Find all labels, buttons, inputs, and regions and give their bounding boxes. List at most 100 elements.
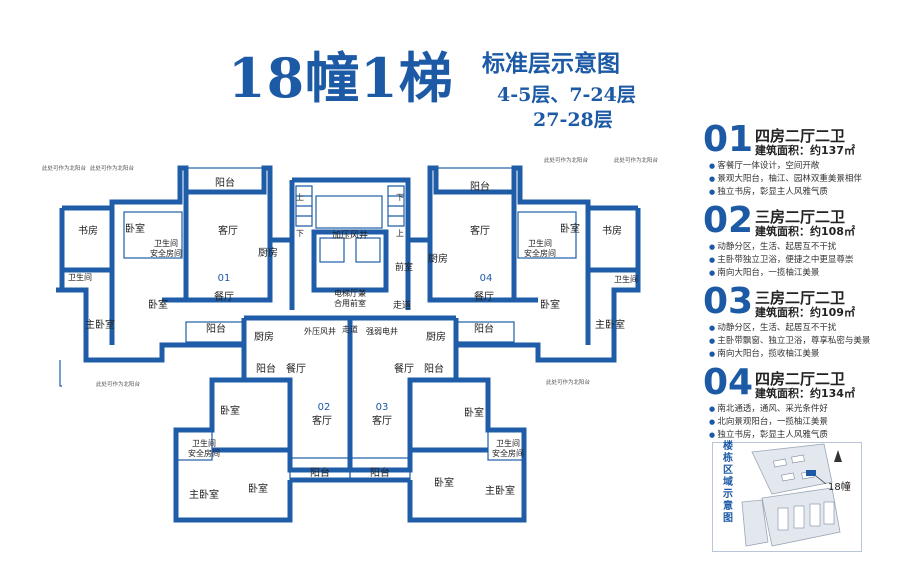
unit-rooms: 三房二厅二卫 <box>755 208 846 226</box>
room-label: 客厅 <box>470 224 490 237</box>
room-label: 外压风井 <box>304 326 336 336</box>
feature-item: 南北通透，通风、采光条件好 <box>709 403 828 416</box>
feature-item: 主卧带独立卫浴，便捷之中更显尊崇 <box>709 254 853 267</box>
feature-item: 主卧带飘窗、独立卫浴，尊享私密与美景 <box>709 335 870 348</box>
unit-number: 02 <box>703 200 754 241</box>
room-label: 厨房 <box>258 246 278 259</box>
unit-number: 03 <box>703 281 754 322</box>
room-label: 主卧室 <box>595 318 625 331</box>
feature-item: 客餐厅一体设计，空间开敞 <box>709 160 862 173</box>
stair-label: 下 <box>396 193 404 202</box>
room-label: 阳台 <box>206 322 226 335</box>
unit-marker: 01 <box>218 273 231 284</box>
feature-item: 北向景观阳台，一揽柚江美景 <box>709 416 828 429</box>
room-label: 阳台 <box>370 466 390 479</box>
feature-list: 客餐厅一体设计，空间开敞 景观大阳台，柚江、园林双重美景相伴 独立书房，彰显主人… <box>709 160 862 199</box>
feature-list: 动静分区，生活、起居互不干扰 主卧带飘窗、独立卫浴，尊享私密与美景 南向大阳台，… <box>709 322 870 361</box>
room-label: 客厅 <box>372 414 392 427</box>
room-label: 合用前室 <box>334 298 366 308</box>
plan-note: 此处可作为北阳台 <box>544 156 589 164</box>
room-label: 主卧室 <box>485 484 515 497</box>
room-label: 阳台 <box>215 176 235 189</box>
floor-range-1: 4-5层、7-24层 <box>497 84 636 106</box>
room-label: 卧室 <box>434 476 454 489</box>
room-label: 卧室 <box>464 406 484 419</box>
unit-rooms: 三房二厅二卫 <box>755 289 846 307</box>
unit-area: 建筑面积：约134㎡ <box>755 387 855 400</box>
room-label: 卧室 <box>560 222 580 235</box>
room-label: 走道 <box>342 324 358 334</box>
stair-label: 下 <box>296 229 304 238</box>
unit-marker: 02 <box>318 402 331 413</box>
unit-area: 建筑面积：约137㎡ <box>755 144 855 157</box>
unit-number: 04 <box>703 362 754 403</box>
map-label: 楼栋区域示意图 <box>723 441 733 524</box>
room-label: 厨房 <box>428 252 448 265</box>
room-label: 卫生间 <box>68 272 92 282</box>
room-label: 安全房间 <box>188 448 220 458</box>
unit-marker: 03 <box>376 402 389 413</box>
feature-item: 动静分区，生活、起居互不干扰 <box>709 322 870 335</box>
plan-note: 此处可作为北阳台 <box>90 164 135 172</box>
page-title: 18幢1梯 <box>228 46 454 110</box>
room-label: 餐厅 <box>394 362 414 375</box>
room-label: 卫生间 <box>614 274 638 284</box>
plan-note: 此处可作为北阳台 <box>614 156 659 164</box>
room-label: 卧室 <box>125 222 145 235</box>
room-label: 卧室 <box>220 404 240 417</box>
plan-note: 此处可作为北阳台 <box>546 378 591 386</box>
room-label: 安全房间 <box>150 248 182 258</box>
room-label: 书房 <box>602 224 622 237</box>
room-label: 餐厅 <box>286 362 306 375</box>
building-label: 18幢 <box>828 480 851 493</box>
room-label: 客厅 <box>312 414 332 427</box>
room-label: 卫生间 <box>154 238 178 248</box>
site-map: 18幢 <box>712 442 862 552</box>
building-highlight <box>806 470 816 476</box>
room-label: 卧室 <box>248 482 268 495</box>
room-label: 卧室 <box>148 298 168 311</box>
feature-item: 动静分区，生活、起居互不干扰 <box>709 241 853 254</box>
unit-number: 01 <box>703 119 754 160</box>
room-label: 走道 <box>393 299 411 311</box>
room-label: 餐厅 <box>474 290 494 303</box>
unit-marker: 04 <box>480 273 493 284</box>
feature-item: 南向大阳台，一揽柚江美景 <box>709 267 853 280</box>
room-label: 厨房 <box>254 330 274 343</box>
unit-rooms: 四房二厅二卫 <box>755 127 846 145</box>
feature-item: 独立书房，彰显主人风雅气质 <box>709 186 862 199</box>
unit-area: 建筑面积：约109㎡ <box>755 306 855 319</box>
feature-item: 独立书房，彰显主人风雅气质 <box>709 429 828 442</box>
floor-range-2: 27-28层 <box>533 109 613 131</box>
room-label: 卫生间 <box>528 238 552 248</box>
unit-rooms: 四房二厅二卫 <box>755 370 846 388</box>
room-label: 阳台 <box>256 362 276 375</box>
room-label: 安全房间 <box>492 448 524 458</box>
room-label: 阳台 <box>474 322 494 335</box>
room-label: 强弱电井 <box>366 326 398 336</box>
feature-list: 动静分区，生活、起居互不干扰 主卧带独立卫浴，便捷之中更显尊崇 南向大阳台，一揽… <box>709 241 853 280</box>
room-label: 卧室 <box>540 298 560 311</box>
room-label: 电梯厅兼 <box>334 288 366 298</box>
room-label: 阳台 <box>470 180 490 193</box>
room-label: 主卧室 <box>85 318 115 331</box>
stair-label: 上 <box>396 229 404 238</box>
stair-label: 上 <box>296 193 304 202</box>
page-subtitle: 标准层示意图 <box>482 50 620 77</box>
room-label: 客厅 <box>218 224 238 237</box>
floor-plan: 阳台 书房 卧室 客厅 厨房 餐厅 01 卧室 主卧室 阳台 卫生间 安全房间 … <box>42 156 659 523</box>
room-label: 书房 <box>78 224 98 237</box>
plan-note: 此处可作为北阳台 <box>96 380 141 388</box>
room-label: 前室 <box>395 261 413 273</box>
room-label: 厨房 <box>426 330 446 343</box>
room-label: 安全房间 <box>524 248 556 258</box>
room-label: 加压风井 <box>332 229 368 241</box>
room-label: 阳台 <box>424 362 444 375</box>
unit-area: 建筑面积：约108㎡ <box>755 225 855 238</box>
plan-note: 此处可作为北阳台 <box>42 164 87 172</box>
room-label: 阳台 <box>310 466 330 479</box>
north-arrow-icon <box>834 450 842 462</box>
room-label: 卫生间 <box>496 438 520 448</box>
room-label: 餐厅 <box>214 290 234 303</box>
feature-list: 南北通透，通风、采光条件好 北向景观阳台，一揽柚江美景 独立书房，彰显主人风雅气… <box>709 403 828 442</box>
